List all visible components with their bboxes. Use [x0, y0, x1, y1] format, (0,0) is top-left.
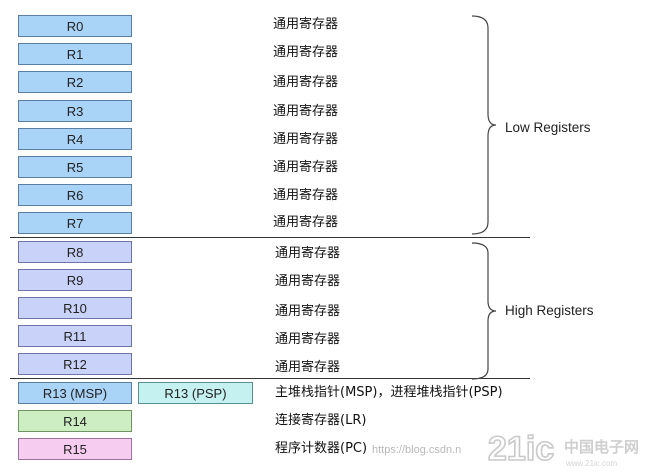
register-r14: R14 [18, 410, 132, 432]
register-r12-desc: 通用寄存器 [275, 360, 341, 375]
register-r9-desc: 通用寄存器 [275, 274, 341, 289]
register-r13-msp: R13 (MSP) [18, 382, 132, 404]
svg-text:www.21ic.com: www.21ic.com [565, 459, 617, 468]
register-r7: R7 [18, 212, 132, 234]
register-r10: R10 [18, 297, 132, 319]
low-high-divider [10, 237, 530, 238]
register-r3: R3 [18, 100, 132, 122]
watermark-logo-icon: 21ic 中国电子网 www.21ic.com [487, 429, 639, 469]
register-r4: R4 [18, 128, 132, 150]
register-r1-desc: 通用寄存器 [273, 45, 339, 60]
register-r9: R9 [18, 269, 132, 291]
register-r5: R5 [18, 156, 132, 178]
high-registers-label: High Registers [505, 303, 594, 318]
register-r13-desc: 主堆栈指针(MSP)，进程堆栈指针(PSP) [275, 385, 503, 400]
register-r6-desc: 通用寄存器 [273, 188, 339, 203]
register-r0-desc: 通用寄存器 [273, 17, 339, 32]
register-r15: R15 [18, 438, 132, 460]
register-r15-desc: 程序计数器(PC) [275, 441, 368, 456]
register-r8-desc: 通用寄存器 [275, 246, 341, 261]
svg-text:中国电子网: 中国电子网 [564, 438, 639, 456]
low-registers-brace [471, 15, 497, 235]
register-r8: R8 [18, 241, 132, 263]
register-r11-desc: 通用寄存器 [275, 332, 341, 347]
register-r2: R2 [18, 71, 132, 93]
register-r14-desc: 连接寄存器(LR) [275, 413, 367, 428]
register-r0: R0 [18, 15, 132, 37]
register-r11: R11 [18, 325, 132, 347]
register-r1: R1 [18, 43, 132, 65]
high-registers-brace [471, 242, 497, 380]
watermark-url: https://blog.csdn.n [372, 444, 462, 456]
register-r2-desc: 通用寄存器 [273, 75, 339, 90]
low-registers-label: Low Registers [505, 120, 591, 135]
high-special-divider [10, 378, 530, 379]
register-r12: R12 [18, 353, 132, 375]
register-r10-desc: 通用寄存器 [275, 304, 341, 319]
register-r4-desc: 通用寄存器 [273, 132, 339, 147]
register-r7-desc: 通用寄存器 [273, 215, 339, 230]
svg-text:21ic: 21ic [488, 430, 554, 468]
register-r3-desc: 通用寄存器 [273, 104, 339, 119]
register-r13-psp: R13 (PSP) [138, 382, 253, 404]
register-r6: R6 [18, 184, 132, 206]
register-r5-desc: 通用寄存器 [273, 160, 339, 175]
